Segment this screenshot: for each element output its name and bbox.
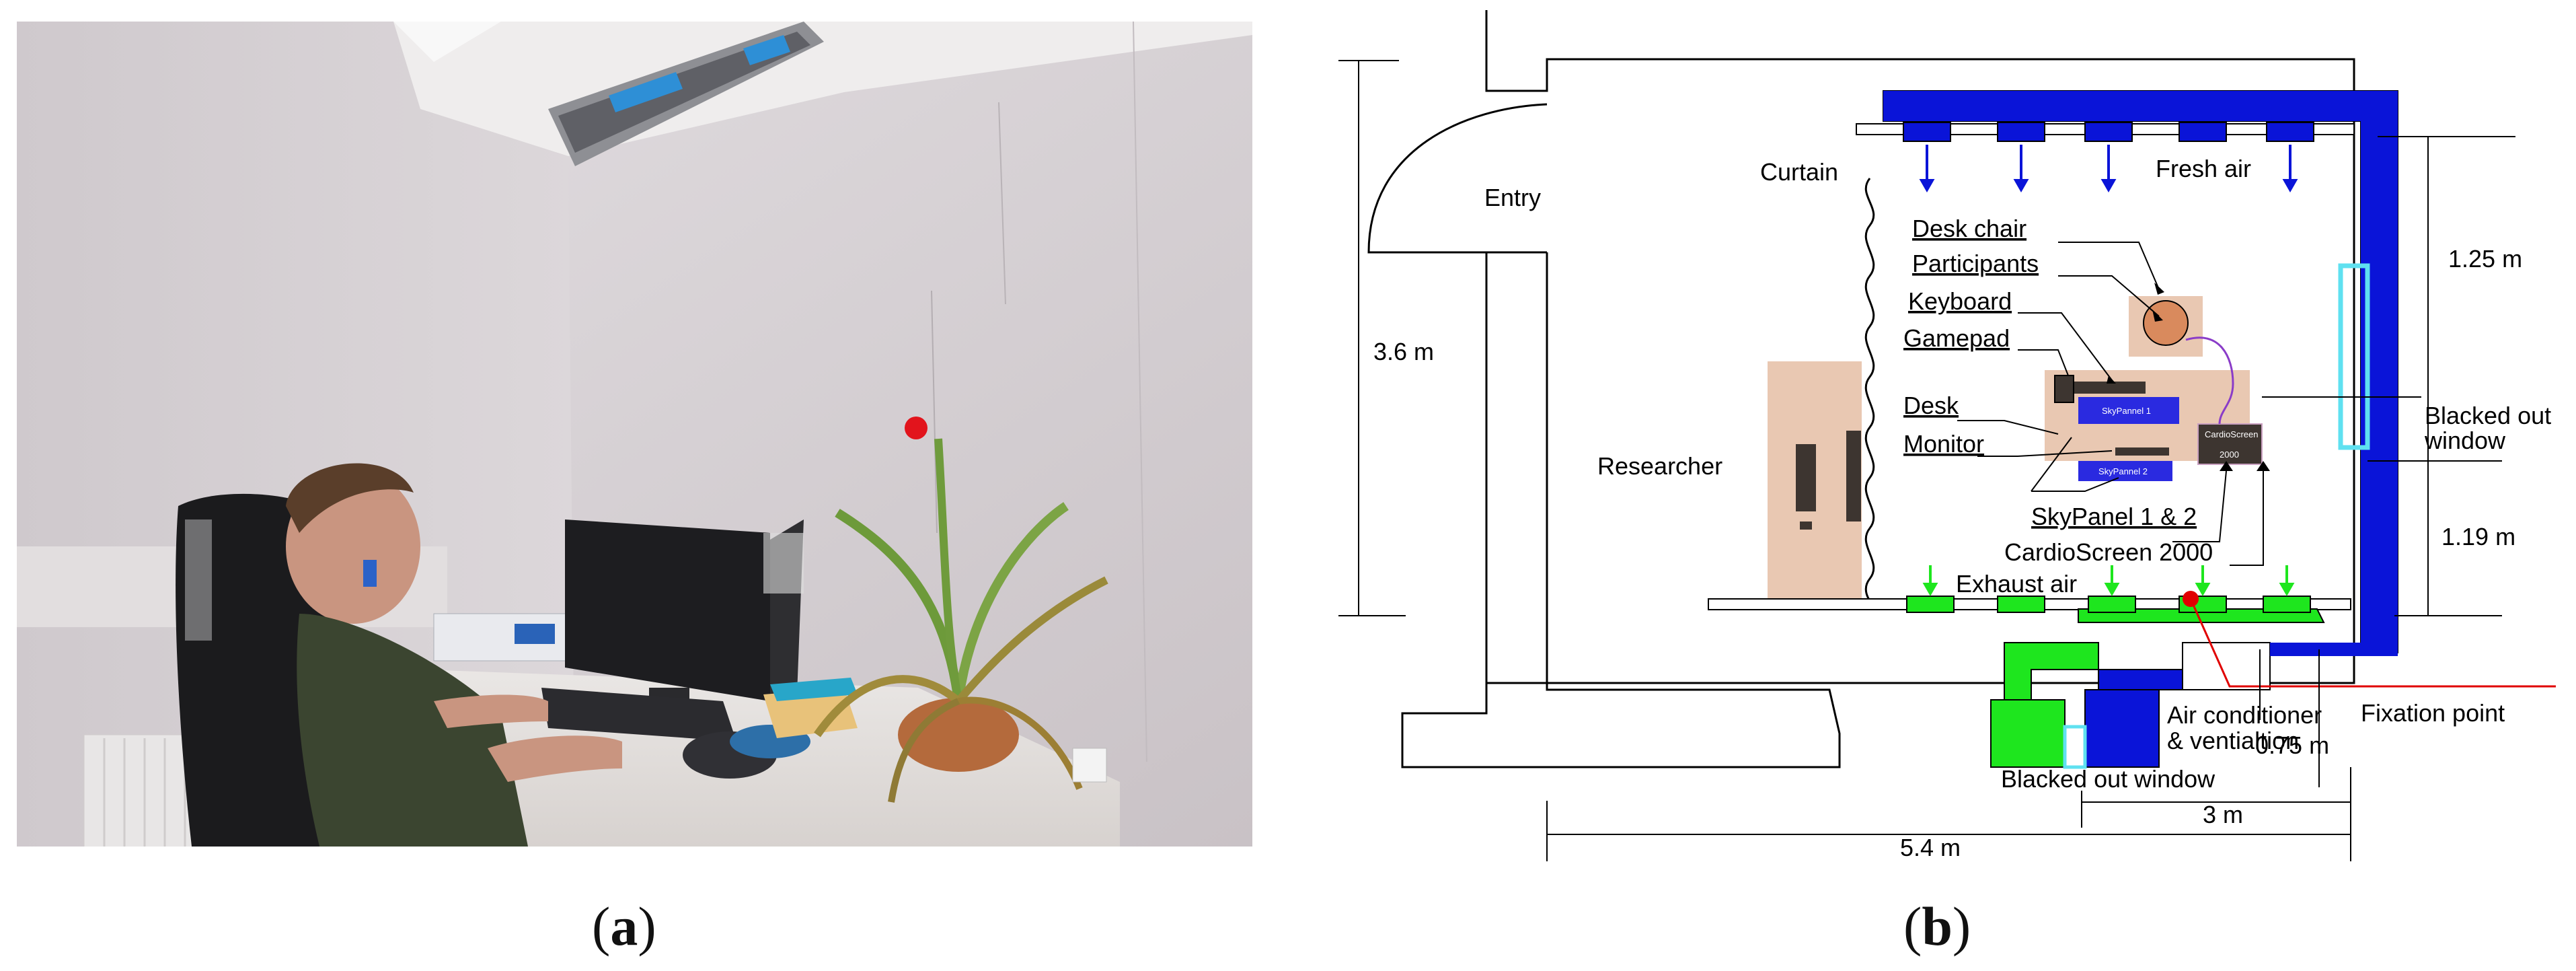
caption-a-letter: a: [610, 896, 638, 957]
cardioscreen-box-line2: 2000: [2220, 449, 2239, 460]
curtain-label: Curtain: [1760, 158, 1838, 186]
caption-b-letter: b: [1922, 896, 1953, 957]
plant: [814, 438, 1108, 803]
dim-height-total: 3.6 m: [1373, 338, 1434, 365]
bottom-window-label: Blacked out window: [2001, 765, 2215, 793]
inner-wall: [1401, 252, 1841, 768]
participant: [286, 463, 622, 847]
right-window-label-line1: Blacked out: [2425, 402, 2551, 429]
fresh-air-label: Fresh air: [2156, 155, 2251, 182]
gamepad-shape: [2054, 375, 2074, 403]
fresh-air-unit: [2084, 689, 2160, 768]
fresh-air-supply-duct: [2098, 669, 2187, 690]
fixation-point-label: Fixation point: [2361, 699, 2505, 727]
keyboard: [541, 688, 736, 742]
exhaust-unit: [1990, 699, 2066, 768]
researcher-screen-1: [1796, 444, 1816, 511]
desk-label: Desk: [1903, 392, 1959, 419]
leader-arrowheads: [2107, 283, 2270, 471]
gamepad-label: Gamepad: [1903, 324, 2010, 352]
fresh-air-duct-top: [1883, 91, 2398, 121]
dim-width-inner: 3 m: [2203, 801, 2243, 828]
caption-b-open: (: [1903, 896, 1922, 957]
leader-lines: [1957, 242, 2264, 566]
exhaust-air-label: Exhaust air: [1956, 570, 2077, 598]
desk-chair-label: Desk chair: [1912, 215, 2026, 242]
skypanel-2-label: SkyPannel 2: [2098, 466, 2148, 476]
fresh-air-arrows: [1919, 145, 2298, 193]
exhaust-duct-strip: [2078, 608, 2325, 623]
skypanel-1-label: SkyPannel 1: [2102, 406, 2151, 416]
gamepad: [683, 725, 810, 779]
ceiling-vent: [548, 22, 824, 166]
cardioscreen-cable: [2185, 336, 2234, 425]
floor-plan-panel: Entry Curtain Fresh air Blacked out wind…: [1318, 7, 2569, 882]
entry-label: Entry: [1484, 184, 1541, 211]
skypanel-2: [2078, 461, 2172, 481]
dim-mid-right: 1.19 m: [2441, 523, 2515, 550]
cardioscreen-box: [2197, 423, 2263, 465]
dim-top-right: 1.25 m: [2448, 245, 2522, 273]
curtain: [1864, 178, 1875, 608]
skypanel-1: [2078, 397, 2179, 424]
caption-a-close: ): [638, 896, 656, 957]
radiator: [83, 734, 206, 847]
participant-circle: [2143, 300, 2189, 346]
caption-b-close: ): [1952, 896, 1971, 957]
skypanel-label: SkyPanel 1 & 2: [2031, 503, 2197, 530]
fixation-point-leader: [2189, 598, 2556, 688]
books: [763, 678, 858, 738]
lab-room-photo: [17, 22, 1252, 847]
outer-wall: [1485, 10, 2355, 684]
monitor-label: Monitor: [1903, 430, 1984, 458]
exhaust-vents: [1906, 596, 2311, 613]
wall-socket: [1072, 748, 1107, 783]
keyboard-shape: [2072, 382, 2146, 394]
ceiling-light: [393, 22, 501, 62]
researcher-screen-2: [1846, 431, 1861, 522]
cardioscreen-device: [433, 613, 569, 661]
entry-door: [1367, 103, 1548, 254]
air-conditioner-unit: [2182, 642, 2271, 690]
air-conditioner-label-line2: & ventialtion: [2167, 727, 2299, 754]
caption-b: (b): [1903, 895, 1971, 958]
dimension-lines: [1338, 60, 2515, 861]
keyboard-label: Keyboard: [1908, 287, 2012, 315]
monitor: [565, 519, 804, 701]
photo-panel: [17, 22, 1252, 847]
caption-a: (a): [592, 895, 656, 958]
bottom-window-cyan: [2063, 725, 2087, 769]
fixation-point-dot: [905, 417, 927, 439]
caption-a-open: (: [592, 896, 611, 957]
dim-width-total: 5.4 m: [1900, 834, 1961, 861]
dim-bottom-right: 0.75 m: [2255, 731, 2329, 759]
cardioscreen-box-line1: CardioScreen: [2205, 429, 2259, 439]
monitor-shape: [2115, 447, 2169, 456]
researcher-mouse: [1800, 522, 1812, 530]
exhaust-arrows: [1922, 565, 2295, 597]
floor-plan-diagram: Entry Curtain Fresh air Blacked out wind…: [1338, 10, 2556, 861]
duct-connector: [2270, 643, 2398, 656]
cardioscreen-label: CardioScreen 2000: [2004, 538, 2213, 566]
researcher-label: Researcher: [1597, 452, 1722, 480]
air-conditioner-label-line1: Air conditioner: [2167, 701, 2322, 729]
right-window-label-line2: window: [2424, 427, 2506, 454]
right-window: [2338, 263, 2370, 450]
fresh-air-vents: [1903, 122, 2314, 142]
participants-label: Participants: [1912, 250, 2039, 277]
